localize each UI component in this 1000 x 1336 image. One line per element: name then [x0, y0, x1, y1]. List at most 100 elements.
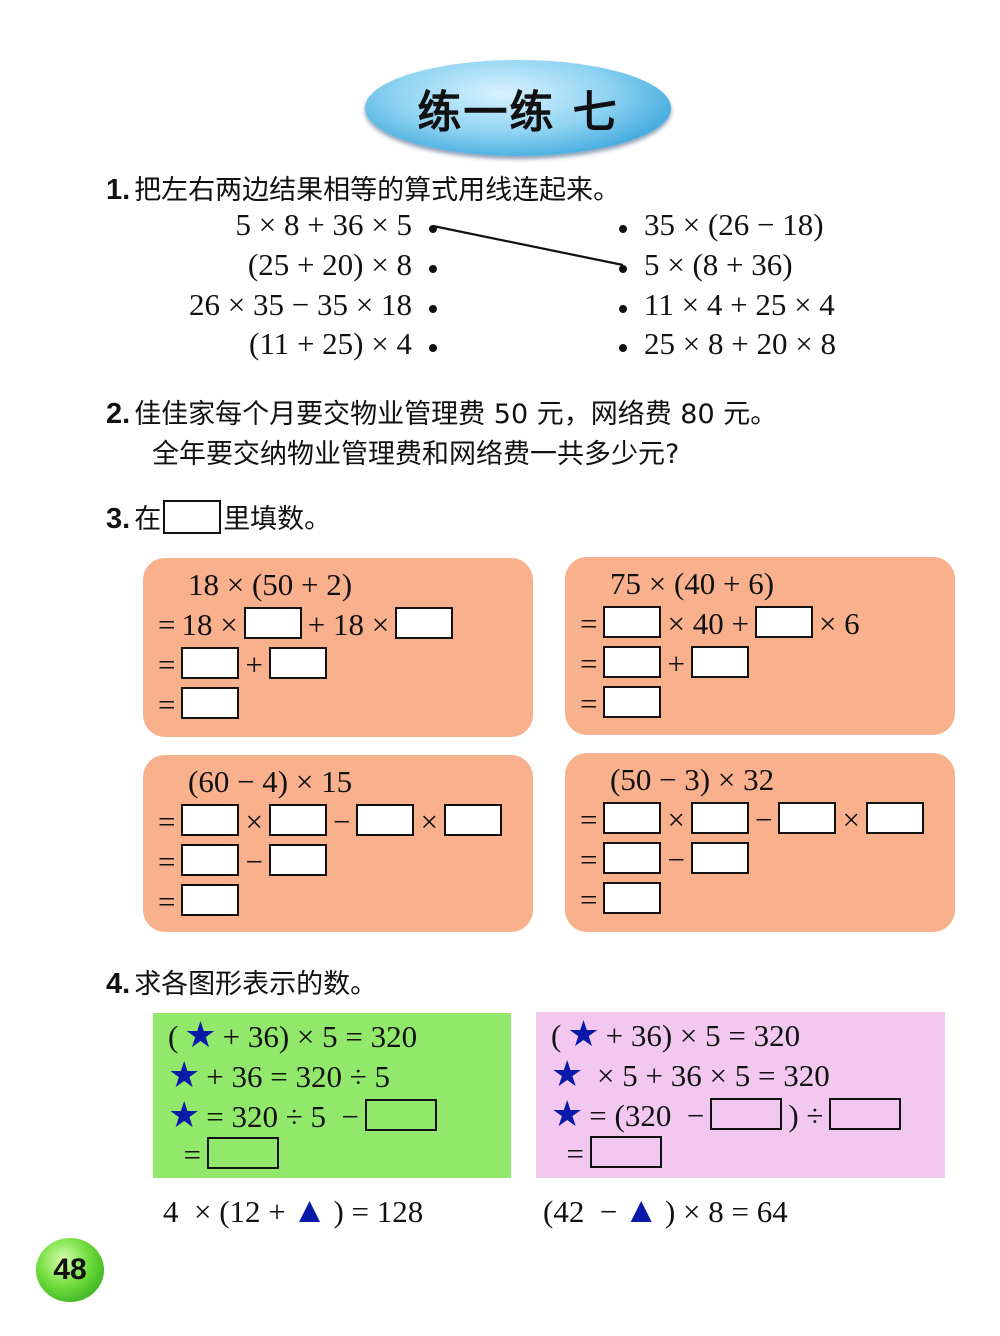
answer-box[interactable] — [865, 802, 924, 834]
equation-line: = — [548, 1136, 665, 1172]
question-text: 求各图形表示的数。 — [134, 969, 378, 1000]
equation-line: = — [165, 1137, 282, 1173]
math-text: = — [158, 804, 176, 839]
math-text: = — [158, 607, 176, 642]
page-title: 练一练 七 — [417, 87, 619, 138]
right-dot[interactable] — [619, 305, 627, 313]
question-text: 把左右两边结果相等的算式用线连起来。 — [134, 175, 621, 206]
math-text: + 36) × 5 = 320 — [222, 1019, 418, 1054]
left-dot[interactable] — [429, 265, 437, 273]
question-1-prompt: 1.把左右两边结果相等的算式用线连起来。 — [106, 168, 620, 207]
answer-box[interactable] — [268, 804, 327, 836]
answer-box[interactable] — [365, 1099, 438, 1131]
math-text: ) × 8 = 64 — [664, 1194, 788, 1229]
math-text: × — [667, 802, 685, 837]
answer-box[interactable] — [690, 646, 749, 678]
blank-box-sample — [163, 500, 222, 534]
answer-box[interactable] — [181, 844, 240, 876]
math-text: × 40 + — [667, 606, 749, 641]
answer-box[interactable] — [268, 844, 327, 876]
math-text: + — [245, 647, 263, 682]
page-number-badge: 48 — [36, 1238, 104, 1302]
calculation-panel: 18 × (50 + 2)=18 ×+ 18 ×=+= — [143, 558, 533, 737]
answer-box[interactable] — [603, 646, 662, 678]
math-text: = — [580, 882, 598, 917]
left-expression: 5 × 8 + 36 × 5 — [235, 207, 412, 242]
calculation-panel: (50 − 3) × 32=×−×=−= — [565, 753, 955, 932]
answer-box[interactable] — [181, 687, 240, 719]
equation-line: ★ × 5 + 36 × 5 = 320 — [548, 1056, 833, 1094]
math-text: × 6 — [818, 606, 860, 641]
star-problem-green: (★+ 36) × 5 = 320★+ 36 = 320 ÷ 5★= 320 ÷… — [153, 1013, 511, 1178]
question-number: 1. — [106, 174, 131, 206]
math-text: × 5 + 36 × 5 = 320 — [589, 1058, 830, 1093]
right-dot[interactable] — [619, 344, 627, 352]
answer-box[interactable] — [603, 606, 662, 638]
question-text: 里填数。 — [223, 504, 332, 535]
left-dot[interactable] — [429, 305, 437, 313]
answer-box[interactable] — [829, 1098, 902, 1130]
math-text: = — [158, 687, 176, 722]
answer-box[interactable] — [181, 884, 240, 916]
equation-line: ★+ 36 = 320 ÷ 5 — [165, 1057, 393, 1095]
math-text: − — [754, 802, 773, 837]
star-icon: ★ — [168, 1095, 201, 1135]
answer-box[interactable] — [778, 802, 837, 834]
calculation-line: =× 40 +× 6 — [577, 606, 863, 642]
question-4-prompt: 4.求各图形表示的数。 — [106, 962, 377, 1001]
math-text: (50 − 3) × 32 — [610, 762, 775, 797]
title-badge: 练一练 七 — [365, 60, 671, 156]
right-expression: 5 × (8 + 36) — [644, 247, 793, 282]
answer-box[interactable] — [181, 804, 240, 836]
math-text: = 320 ÷ 5 − — [206, 1099, 360, 1134]
calculation-panel: (60 − 4) × 15=×−×=−= — [143, 755, 533, 932]
math-text: = — [158, 647, 176, 682]
triangle-icon: ▲ — [291, 1190, 328, 1230]
math-text: ( — [551, 1018, 562, 1053]
calculation-line: =− — [155, 844, 330, 880]
answer-box[interactable] — [443, 804, 502, 836]
math-text: + 36) × 5 = 320 — [605, 1018, 801, 1053]
calculation-line: =− — [577, 842, 752, 878]
answer-box[interactable] — [603, 686, 662, 718]
question-number: 2. — [106, 398, 131, 430]
answer-box[interactable] — [181, 647, 240, 679]
math-text: (60 − 4) × 15 — [188, 764, 353, 799]
right-dot[interactable] — [619, 265, 627, 273]
question-text: 佳佳家每个月要交物业管理费 50 元，网络费 80 元。 — [134, 399, 778, 430]
calculation-line: = — [155, 884, 242, 920]
question-number: 3. — [106, 503, 131, 535]
left-dot[interactable] — [429, 344, 437, 352]
math-text: ) = 128 — [333, 1194, 424, 1229]
left-dot[interactable] — [429, 225, 437, 233]
answer-box[interactable] — [690, 842, 749, 874]
answer-box[interactable] — [690, 802, 749, 834]
left-expression: (11 + 25) × 4 — [249, 326, 412, 361]
calculation-line: =×−× — [577, 802, 927, 838]
left-expression: 26 × 35 − 35 × 18 — [189, 287, 412, 322]
answer-box[interactable] — [243, 607, 302, 639]
answer-box[interactable] — [603, 802, 662, 834]
calculation-line: =+ — [577, 646, 752, 682]
equation-line: ★= 320 ÷ 5 − — [165, 1097, 440, 1135]
answer-box[interactable] — [356, 804, 415, 836]
answer-box[interactable] — [589, 1136, 662, 1168]
math-text: (42 − — [543, 1194, 618, 1229]
math-text: − — [332, 804, 351, 839]
answer-box[interactable] — [206, 1137, 279, 1169]
answer-box[interactable] — [268, 647, 327, 679]
equation-line: ★= (320 −) ÷ — [548, 1096, 904, 1134]
calculation-line: (50 − 3) × 32 — [607, 762, 777, 798]
equation-line: (★+ 36) × 5 = 320 — [548, 1016, 803, 1054]
answer-box[interactable] — [603, 842, 662, 874]
answer-box[interactable] — [603, 882, 662, 914]
math-text: = (320 − — [589, 1098, 705, 1133]
answer-box[interactable] — [754, 606, 813, 638]
right-dot[interactable] — [619, 225, 627, 233]
math-text: = — [580, 802, 598, 837]
equation-line: (★+ 36) × 5 = 320 — [165, 1017, 420, 1055]
answer-box[interactable] — [395, 607, 454, 639]
math-text: − — [245, 844, 263, 879]
page-number: 48 — [53, 1253, 87, 1286]
answer-box[interactable] — [710, 1098, 783, 1130]
